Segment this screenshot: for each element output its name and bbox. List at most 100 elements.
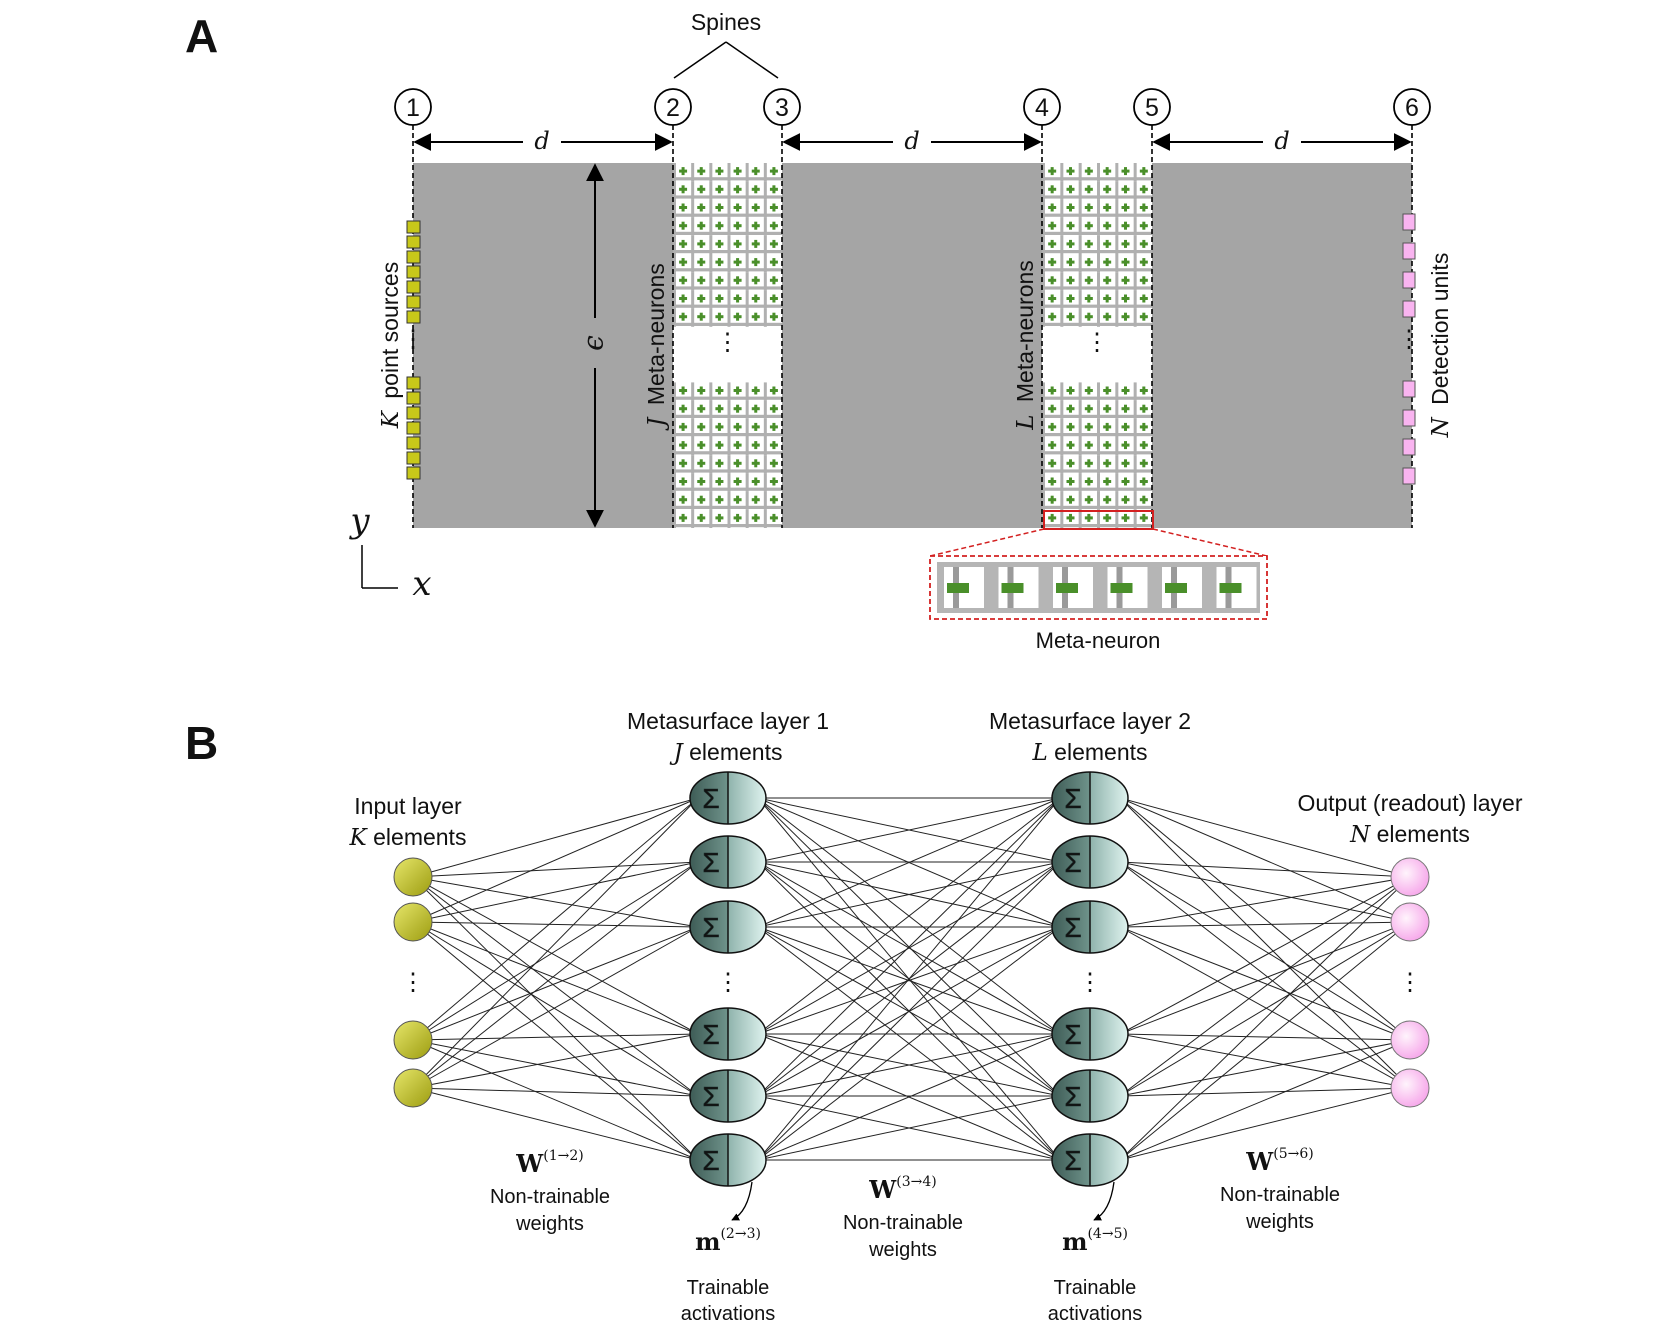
grid2-row-bottom-1 xyxy=(1042,400,1152,419)
grid2-row-bottom-4 xyxy=(1042,455,1152,474)
edge-input-meta1 xyxy=(412,797,699,923)
edge-input-meta1 xyxy=(412,861,699,1041)
layer2-l: L xyxy=(1013,415,1039,431)
grid1-row-bottom-0 xyxy=(673,382,782,401)
edge-input-meta1 xyxy=(412,1087,699,1097)
point-source xyxy=(406,310,421,324)
point-source xyxy=(406,235,421,249)
w56-main: W xyxy=(1245,1147,1274,1176)
detection-unit xyxy=(1402,380,1416,398)
edge-meta2-output xyxy=(1119,797,1411,878)
layer-ellipsis-4: ⋮ xyxy=(1398,969,1422,996)
meta-neuron-zoom: Meta-neuron xyxy=(929,510,1268,653)
grid1-row-bottom-4 xyxy=(673,455,782,474)
edge-input-meta1 xyxy=(412,1039,699,1161)
m23-caption-1: Trainable xyxy=(687,1277,770,1299)
plane-number-5: 5 xyxy=(1145,94,1159,122)
output-node xyxy=(1390,902,1430,942)
plane-marker-5: 5 xyxy=(1133,88,1171,126)
zoom-source-box xyxy=(1043,510,1154,530)
meta1-title-2: J elements xyxy=(670,739,783,766)
edge-input-meta1 xyxy=(412,926,699,1041)
edge-meta2-output xyxy=(1119,1039,1411,1097)
meta2-title-2: L elements xyxy=(1032,739,1148,766)
sources-k: K xyxy=(378,409,404,429)
layer-ellipsis-1: ⋮ xyxy=(401,969,425,996)
grid2-row-top-0 xyxy=(1042,163,1152,182)
point-source xyxy=(406,295,421,309)
metasurface2-neuron: Σ xyxy=(1051,1069,1129,1123)
axis-y-label: y xyxy=(348,501,370,541)
plane-marker-4: 4 xyxy=(1023,88,1061,126)
spines-line-right xyxy=(725,41,779,79)
edge-meta2-output xyxy=(1119,921,1411,1035)
w12-main: W xyxy=(515,1149,544,1178)
input-node xyxy=(393,902,433,942)
layer-ellipsis-3: ⋮ xyxy=(1078,969,1102,996)
grid2-row-top-4 xyxy=(1042,235,1152,254)
detection-units xyxy=(1402,213,1416,485)
w56-caption-2: weights xyxy=(1245,1211,1314,1233)
grid2-ellipsis: ⋮ xyxy=(1085,329,1109,356)
edge-meta2-output xyxy=(1119,926,1411,1089)
metasurface1-neuron: Σ xyxy=(689,1007,767,1061)
spines-label: Spines xyxy=(691,9,761,35)
sources-ellipsis: ⋮ xyxy=(401,326,425,353)
metasurface1-neuron: Σ xyxy=(689,1133,767,1187)
meta-neuron-grid-2: ⋮ xyxy=(1042,163,1152,528)
point-source xyxy=(406,376,421,390)
edge-meta2-output xyxy=(1119,861,1411,1089)
point-source xyxy=(406,220,421,234)
grid2-row-top-6 xyxy=(1042,272,1152,291)
panel-b-label: B xyxy=(185,717,218,769)
point-source xyxy=(406,391,421,405)
output-count-text: elements xyxy=(1377,821,1470,847)
edge-meta2-output xyxy=(1119,921,1411,928)
grid1-ellipsis: ⋮ xyxy=(716,329,740,356)
metasurface2-neuron: Σ xyxy=(1051,1133,1129,1187)
svg-text:N Detection units: N Detection units xyxy=(1427,253,1454,439)
detection-unit xyxy=(1402,300,1416,318)
meta2-count-text: elements xyxy=(1054,739,1147,765)
weights-label-5-6: W(5→6) Non-trainable weights xyxy=(1220,1146,1340,1233)
grid2-row-bottom-6 xyxy=(1042,491,1152,510)
spines-line-left xyxy=(673,41,727,79)
input-node xyxy=(393,857,433,897)
w56-caption-1: Non-trainable xyxy=(1220,1184,1340,1206)
edge-input-meta1 xyxy=(412,797,699,878)
m45-main: m xyxy=(1062,1227,1087,1256)
input-node xyxy=(393,1068,433,1108)
edge-input-meta1 xyxy=(412,1087,699,1161)
sigma-icon: Σ xyxy=(1064,1145,1081,1176)
edge-meta2-output xyxy=(1119,1039,1411,1161)
metasurface1-neuron: Σ xyxy=(689,1069,767,1123)
grid2-row-bottom-3 xyxy=(1042,437,1152,456)
edge-meta2-output xyxy=(1119,797,1411,1041)
grid1-row-bottom-2 xyxy=(673,418,782,437)
width-arrow: ϵ xyxy=(577,163,610,528)
activation-label-2-3: m(2→3) Trainable activations xyxy=(681,1181,775,1325)
point-source xyxy=(406,265,421,279)
layer2-text: Meta-neurons xyxy=(1012,260,1038,402)
output-title-1: Output (readout) layer xyxy=(1297,790,1522,816)
layer-ellipsis-2: ⋮ xyxy=(716,969,740,996)
grid1-row-bottom-7 xyxy=(673,509,782,528)
grid1-row-top-7 xyxy=(673,290,782,309)
grid1-row-bottom-1 xyxy=(673,400,782,419)
network-connections xyxy=(412,797,1411,1161)
edge-meta2-output xyxy=(1119,861,1411,923)
edge-input-meta1 xyxy=(412,921,699,1035)
edge-meta1-meta2 xyxy=(757,1095,1061,1161)
sigma-icon: Σ xyxy=(702,783,719,814)
output-node xyxy=(1390,1068,1430,1108)
output-node xyxy=(1390,1020,1430,1060)
grid1-row-top-3 xyxy=(673,217,782,236)
grid1-row-top-5 xyxy=(673,254,782,273)
edge-meta2-output xyxy=(1119,1033,1411,1089)
input-title-2: K elements xyxy=(349,824,467,851)
edge-meta2-output xyxy=(1119,926,1411,1041)
edge-meta1-meta2 xyxy=(757,797,1061,928)
edge-meta2-output xyxy=(1119,797,1411,923)
layer2-caption: L Meta-neurons xyxy=(1012,260,1039,431)
